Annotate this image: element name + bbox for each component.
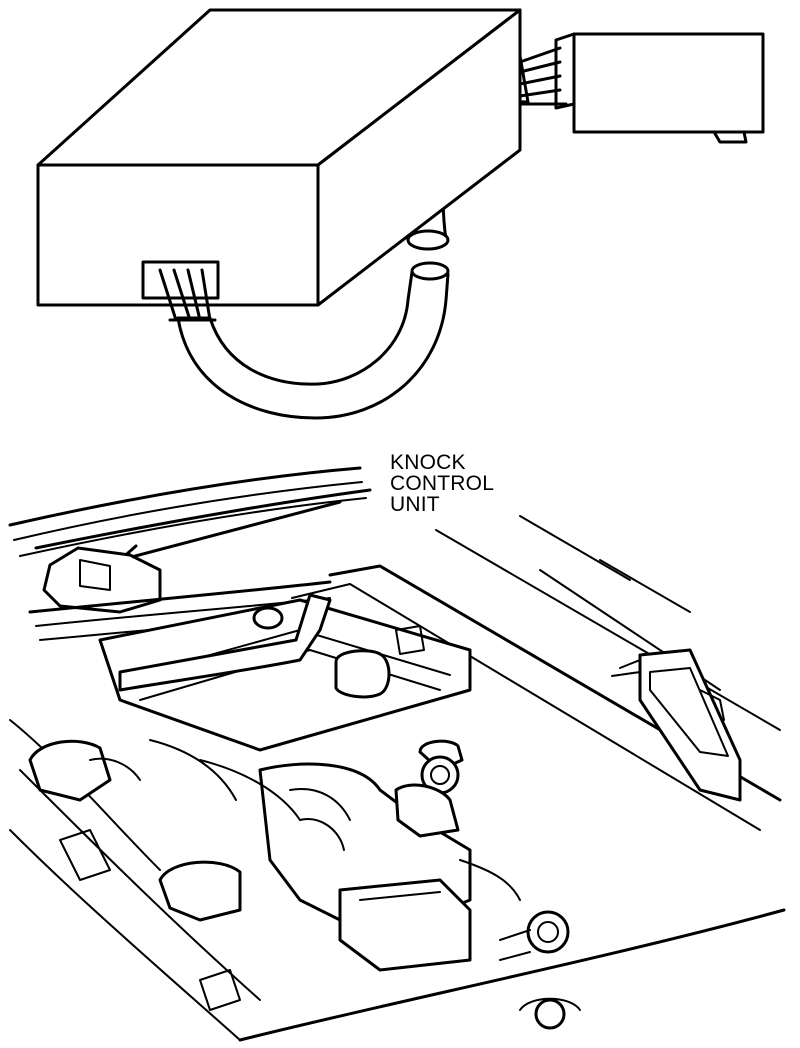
label-line-3: UNIT — [390, 493, 440, 516]
engine-bay-overview — [8, 466, 786, 1042]
knock-control-unit-label: KNOCK CONTROL UNIT — [390, 452, 494, 515]
control-unit-box-front — [36, 163, 320, 307]
callout-leader — [118, 500, 342, 562]
label-line-2: CONTROL — [390, 472, 495, 495]
knock-control-unit — [638, 648, 742, 802]
label-line-1: KNOCK — [390, 451, 466, 474]
knock-control-unit-detail — [36, 8, 765, 420]
harness-connector — [572, 32, 765, 134]
